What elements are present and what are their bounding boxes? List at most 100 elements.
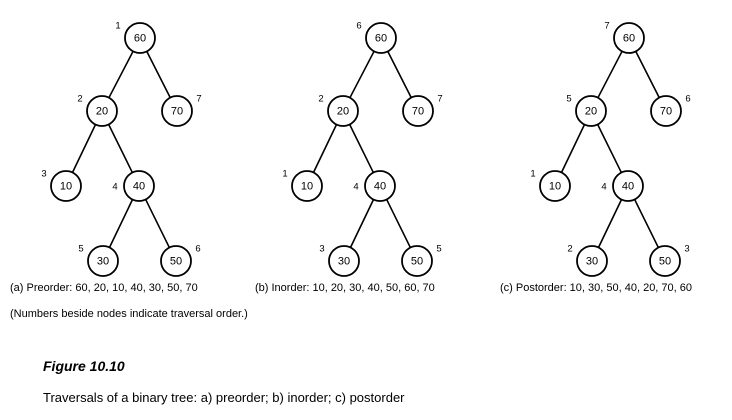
node-value-label: 30 [97, 256, 109, 268]
tree-edge [596, 123, 623, 174]
node-circle [613, 22, 645, 54]
tree-node[interactable]: 302 [567, 244, 608, 277]
node-circle [124, 22, 156, 54]
tree-node[interactable]: 607 [604, 21, 645, 54]
tree-node[interactable]: 20 5 [566, 94, 607, 127]
tree-edge [597, 50, 623, 99]
tree-caption-postorder: (c) Postorder: 10, 30, 50, 40, 20, 70, 6… [500, 282, 693, 294]
tree-node[interactable]: 10 1 [282, 169, 323, 202]
tree-edge [634, 50, 661, 99]
node-value-label: 40 [133, 181, 145, 193]
node-traversal-order-label: 6 [195, 244, 200, 255]
node-value-label: 50 [659, 256, 671, 268]
tree-node[interactable]: 30 5 [78, 244, 119, 277]
tree-edge [71, 123, 97, 174]
node-traversal-order-label: 2 [567, 244, 572, 255]
node-circle [576, 245, 608, 277]
node-value-label: 40 [374, 181, 386, 193]
node-traversal-order-label: 6 [685, 94, 690, 105]
tree-node[interactable]: 606 [356, 21, 397, 54]
tree-node[interactable]: 601 [115, 21, 156, 54]
node-value-label: 20 [337, 106, 349, 118]
tree-node[interactable]: 505 [401, 244, 442, 277]
tree-node[interactable]: 50 3 [649, 244, 690, 277]
tree-node[interactable]: 70 6 [650, 94, 691, 127]
node-circle [327, 95, 359, 127]
tree-caption-inorder: (b) Inorder: 10, 20, 30, 40, 50, 60, 70 [255, 282, 435, 294]
node-traversal-order-label: 3 [41, 169, 46, 180]
binary-tree-diagrams: 6012027071034043055066062027071014043035… [41, 21, 691, 277]
node-traversal-order-label: 5 [436, 244, 441, 255]
tree-node[interactable]: 50 6 [160, 244, 201, 277]
node-circle [328, 245, 360, 277]
tree-edge [385, 198, 412, 249]
node-traversal-order-label: 7 [196, 94, 201, 105]
node-circle [649, 245, 681, 277]
node-circle [291, 170, 323, 202]
node-circle [87, 245, 119, 277]
tree-node[interactable]: 40 4 [601, 170, 644, 202]
tree-node[interactable]: 40 4 [112, 170, 155, 202]
tree-edge [108, 198, 134, 249]
tree-edge [348, 123, 375, 174]
node-value-label: 10 [549, 181, 561, 193]
tree-edge [144, 198, 171, 249]
node-circle [161, 95, 193, 127]
node-value-label: 10 [301, 181, 313, 193]
node-traversal-order-label: 1 [115, 21, 120, 32]
node-circle [650, 95, 682, 127]
node-traversal-order-label: 3 [319, 244, 324, 255]
node-traversal-order-label: 4 [353, 182, 358, 193]
node-value-label: 20 [96, 106, 108, 118]
node-value-label: 70 [171, 106, 183, 118]
tree-node[interactable]: 20 2 [77, 94, 118, 127]
tree-edge [597, 198, 623, 249]
node-traversal-order-label: 3 [684, 244, 689, 255]
tree-edge [107, 123, 134, 174]
node-traversal-order-label: 2 [318, 94, 323, 105]
tree-c: 607 20 5 70 6 10 1 40 4 302 50 3 [530, 21, 691, 277]
tree-node[interactable]: 70 7 [161, 94, 202, 127]
figure-number: Figure 10.10 [43, 358, 125, 374]
node-traversal-order-label: 4 [112, 182, 117, 193]
node-circle [365, 22, 397, 54]
tree-edge [386, 50, 413, 99]
node-value-label: 60 [375, 33, 387, 45]
node-traversal-order-label: 1 [282, 169, 287, 180]
tree-node[interactable]: 303 [319, 244, 360, 277]
tree-a: 601 20 2 70 7 103 40 4 30 5 50 6 [41, 21, 202, 277]
tree-edge [145, 50, 172, 99]
node-circle [160, 245, 192, 277]
node-traversal-order-label: 4 [601, 182, 606, 193]
node-circle [612, 170, 644, 202]
node-circle [50, 170, 82, 202]
node-circle [364, 170, 396, 202]
node-value-label: 70 [660, 106, 672, 118]
tree-b: 606 20 2 707 10 1 40 4 303 505 [282, 21, 443, 277]
tree-node[interactable]: 20 2 [318, 94, 359, 127]
figure-caption: Traversals of a binary tree: a) preorder… [43, 390, 405, 405]
tree-caption-preorder: (a) Preorder: 60, 20, 10, 40, 30, 50, 70 [10, 282, 198, 294]
node-traversal-order-label: 7 [437, 94, 442, 105]
traversal-order-note: (Numbers beside nodes indicate traversal… [10, 308, 248, 320]
node-value-label: 20 [585, 106, 597, 118]
node-traversal-order-label: 5 [566, 94, 571, 105]
node-traversal-order-label: 2 [77, 94, 82, 105]
tree-edge [633, 198, 660, 249]
tree-node[interactable]: 40 4 [353, 170, 396, 202]
node-value-label: 50 [170, 256, 182, 268]
node-circle [86, 95, 118, 127]
tree-edge [312, 123, 338, 174]
node-circle [539, 170, 571, 202]
node-circle [402, 95, 434, 127]
node-traversal-order-label: 5 [78, 244, 83, 255]
node-circle [401, 245, 433, 277]
tree-node[interactable]: 10 1 [530, 169, 571, 202]
node-traversal-order-label: 1 [530, 169, 535, 180]
tree-node[interactable]: 707 [402, 94, 443, 127]
tree-edge [560, 123, 586, 174]
tree-edge [349, 198, 375, 249]
tree-node[interactable]: 103 [41, 169, 82, 202]
node-value-label: 40 [622, 181, 634, 193]
